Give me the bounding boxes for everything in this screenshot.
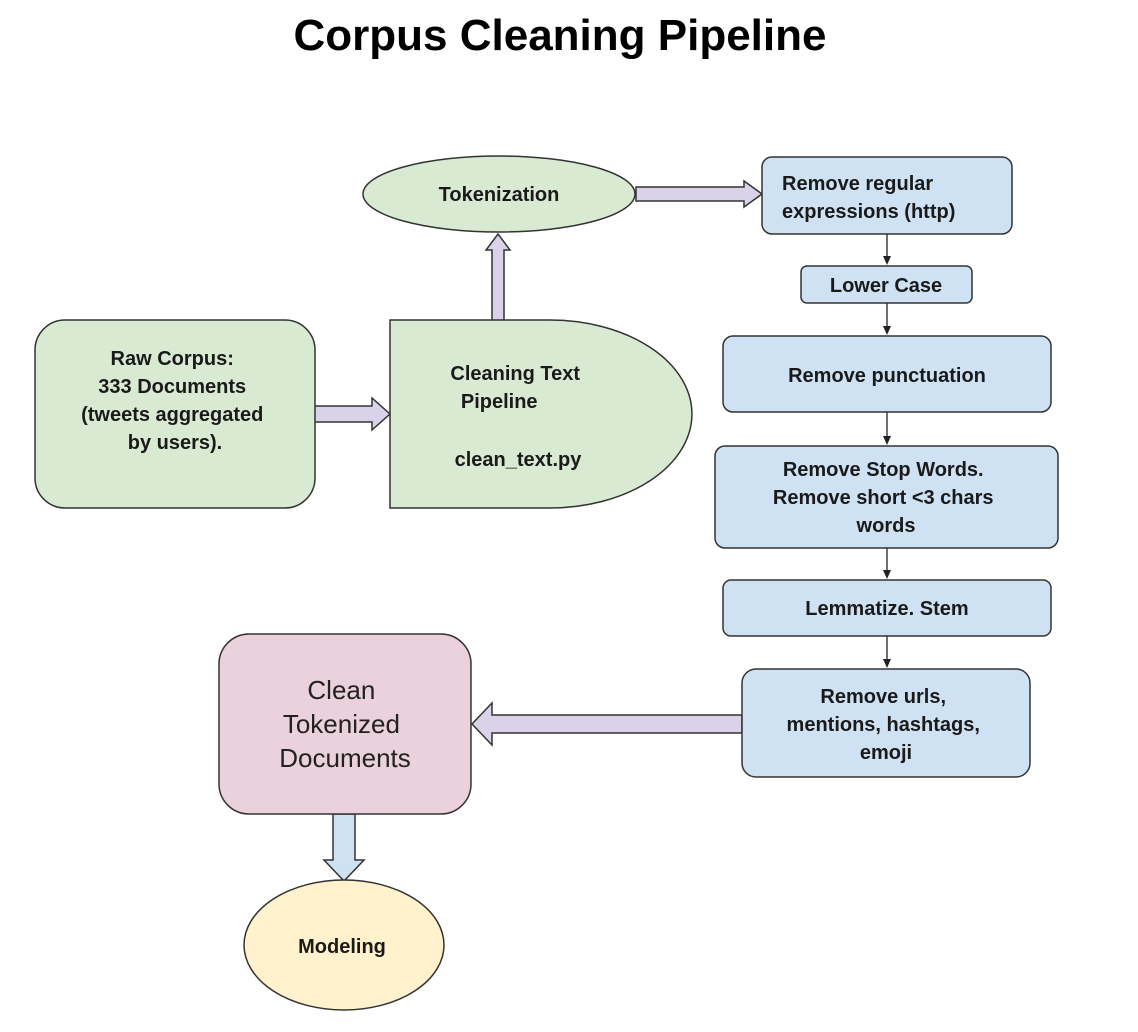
lemmatize-node: [722, 579, 1052, 637]
tokenization-node: [362, 155, 636, 233]
remove-punctuation-node: [722, 335, 1052, 413]
modeling-label: Modeling: [298, 936, 386, 958]
remove-stop-words-label: Remove Stop Words. Remove short <3 chars…: [773, 459, 999, 537]
arrow-urls-to-clean-docs: [470, 701, 743, 747]
arrow-cleaning-to-tokenization: [484, 232, 512, 323]
remove-urls-node: [741, 668, 1031, 778]
remove-regex-label: Remove regular expressions (http): [782, 173, 955, 223]
arrow-clean-docs-to-modeling: [322, 813, 366, 883]
raw-corpus-label: Raw Corpus: 333 Documents (tweets aggreg…: [81, 348, 269, 454]
remove-urls-label: Remove urls, mentions, hashtags, emoji: [787, 686, 986, 764]
raw-corpus-node: [34, 319, 316, 509]
page-title: Corpus Cleaning Pipeline: [294, 11, 827, 60]
lemmatize-label: Lemmatize. Stem: [805, 598, 968, 620]
arrow-tokenization-to-regex: [635, 179, 764, 209]
tokenization-label: Tokenization: [439, 184, 560, 206]
thin-connectors: [883, 234, 891, 668]
clean-documents-node: [218, 633, 472, 815]
modeling-node: [243, 879, 445, 1011]
arrow-raw-to-cleaning: [313, 396, 392, 432]
remove-stop-words-node: [714, 445, 1059, 549]
lower-case-node: [800, 265, 973, 304]
remove-regex-node: [761, 156, 1013, 235]
clean-documents-label: Clean Tokenized Documents: [279, 675, 411, 773]
lower-case-label: Lower Case: [830, 275, 942, 297]
cleaning-pipeline-label: Cleaning Text Pipeline clean_text.py: [450, 363, 585, 471]
remove-punctuation-label: Remove punctuation: [788, 365, 986, 387]
cleaning-pipeline-node: [389, 319, 693, 509]
